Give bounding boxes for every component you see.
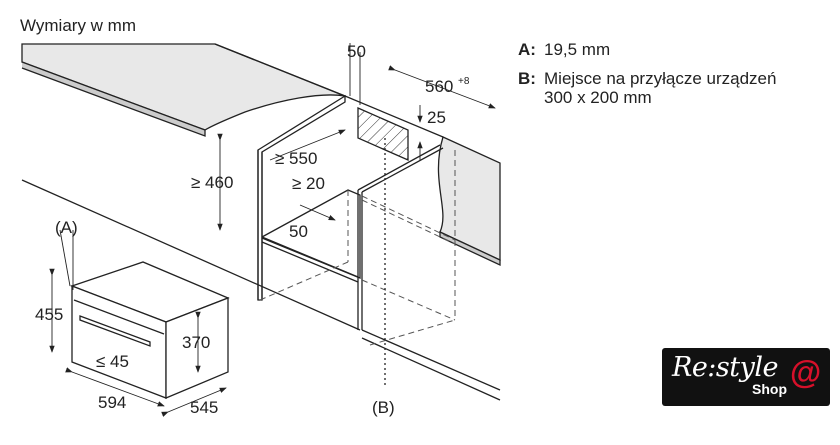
- legend-item-a: A: 19,5 mm: [518, 40, 776, 59]
- logo-brand: Re:style: [672, 352, 778, 383]
- oven-handle: [79, 315, 151, 347]
- dim-niche-depth: ≥ 550: [275, 149, 317, 168]
- dim-handle-depth: ≤ 45: [96, 352, 129, 371]
- vent-cutout: [357, 107, 409, 161]
- dim-oven-width: 594: [98, 393, 126, 412]
- dim-oven-height: 455: [35, 305, 63, 324]
- niche-shelf: [261, 189, 361, 279]
- legend-key: A:: [518, 40, 536, 59]
- dim-side-clearance: ≥ 20: [292, 174, 325, 193]
- dim-shelf-gap: 50: [289, 222, 308, 241]
- diagram-title: Wymiary w mm: [20, 16, 136, 35]
- legend-text: Miejsce na przyłącze urządzeń 300 x 200 …: [544, 69, 777, 107]
- label-b: (B): [372, 398, 395, 417]
- niche-left-panel: [257, 94, 346, 301]
- dim-top-gap: 50: [347, 42, 366, 61]
- legend-text: 19,5 mm: [544, 40, 611, 59]
- right-countertop: [437, 136, 501, 262]
- left-countertop: [21, 43, 346, 131]
- cart-at-icon: @: [790, 354, 822, 390]
- dim-niche-height: ≥ 460: [191, 173, 233, 192]
- dim-oven-body-height: 370: [182, 333, 210, 352]
- legend: A: 19,5 mm B: Miejsce na przyłącze urząd…: [518, 40, 776, 117]
- logo-shop: Shop: [752, 381, 787, 397]
- dim-niche-width: 560: [425, 77, 453, 96]
- dim-oven-depth: 545: [190, 398, 218, 417]
- legend-key: B:: [518, 69, 536, 88]
- dim-vent-height: 25: [427, 108, 446, 127]
- legend-item-b: B: Miejsce na przyłącze urządzeń 300 x 2…: [518, 69, 776, 107]
- restyle-shop-logo: Re:style Shop @: [662, 348, 830, 406]
- label-a: (A): [55, 218, 78, 237]
- dim-niche-width-tolerance: +8: [458, 76, 470, 87]
